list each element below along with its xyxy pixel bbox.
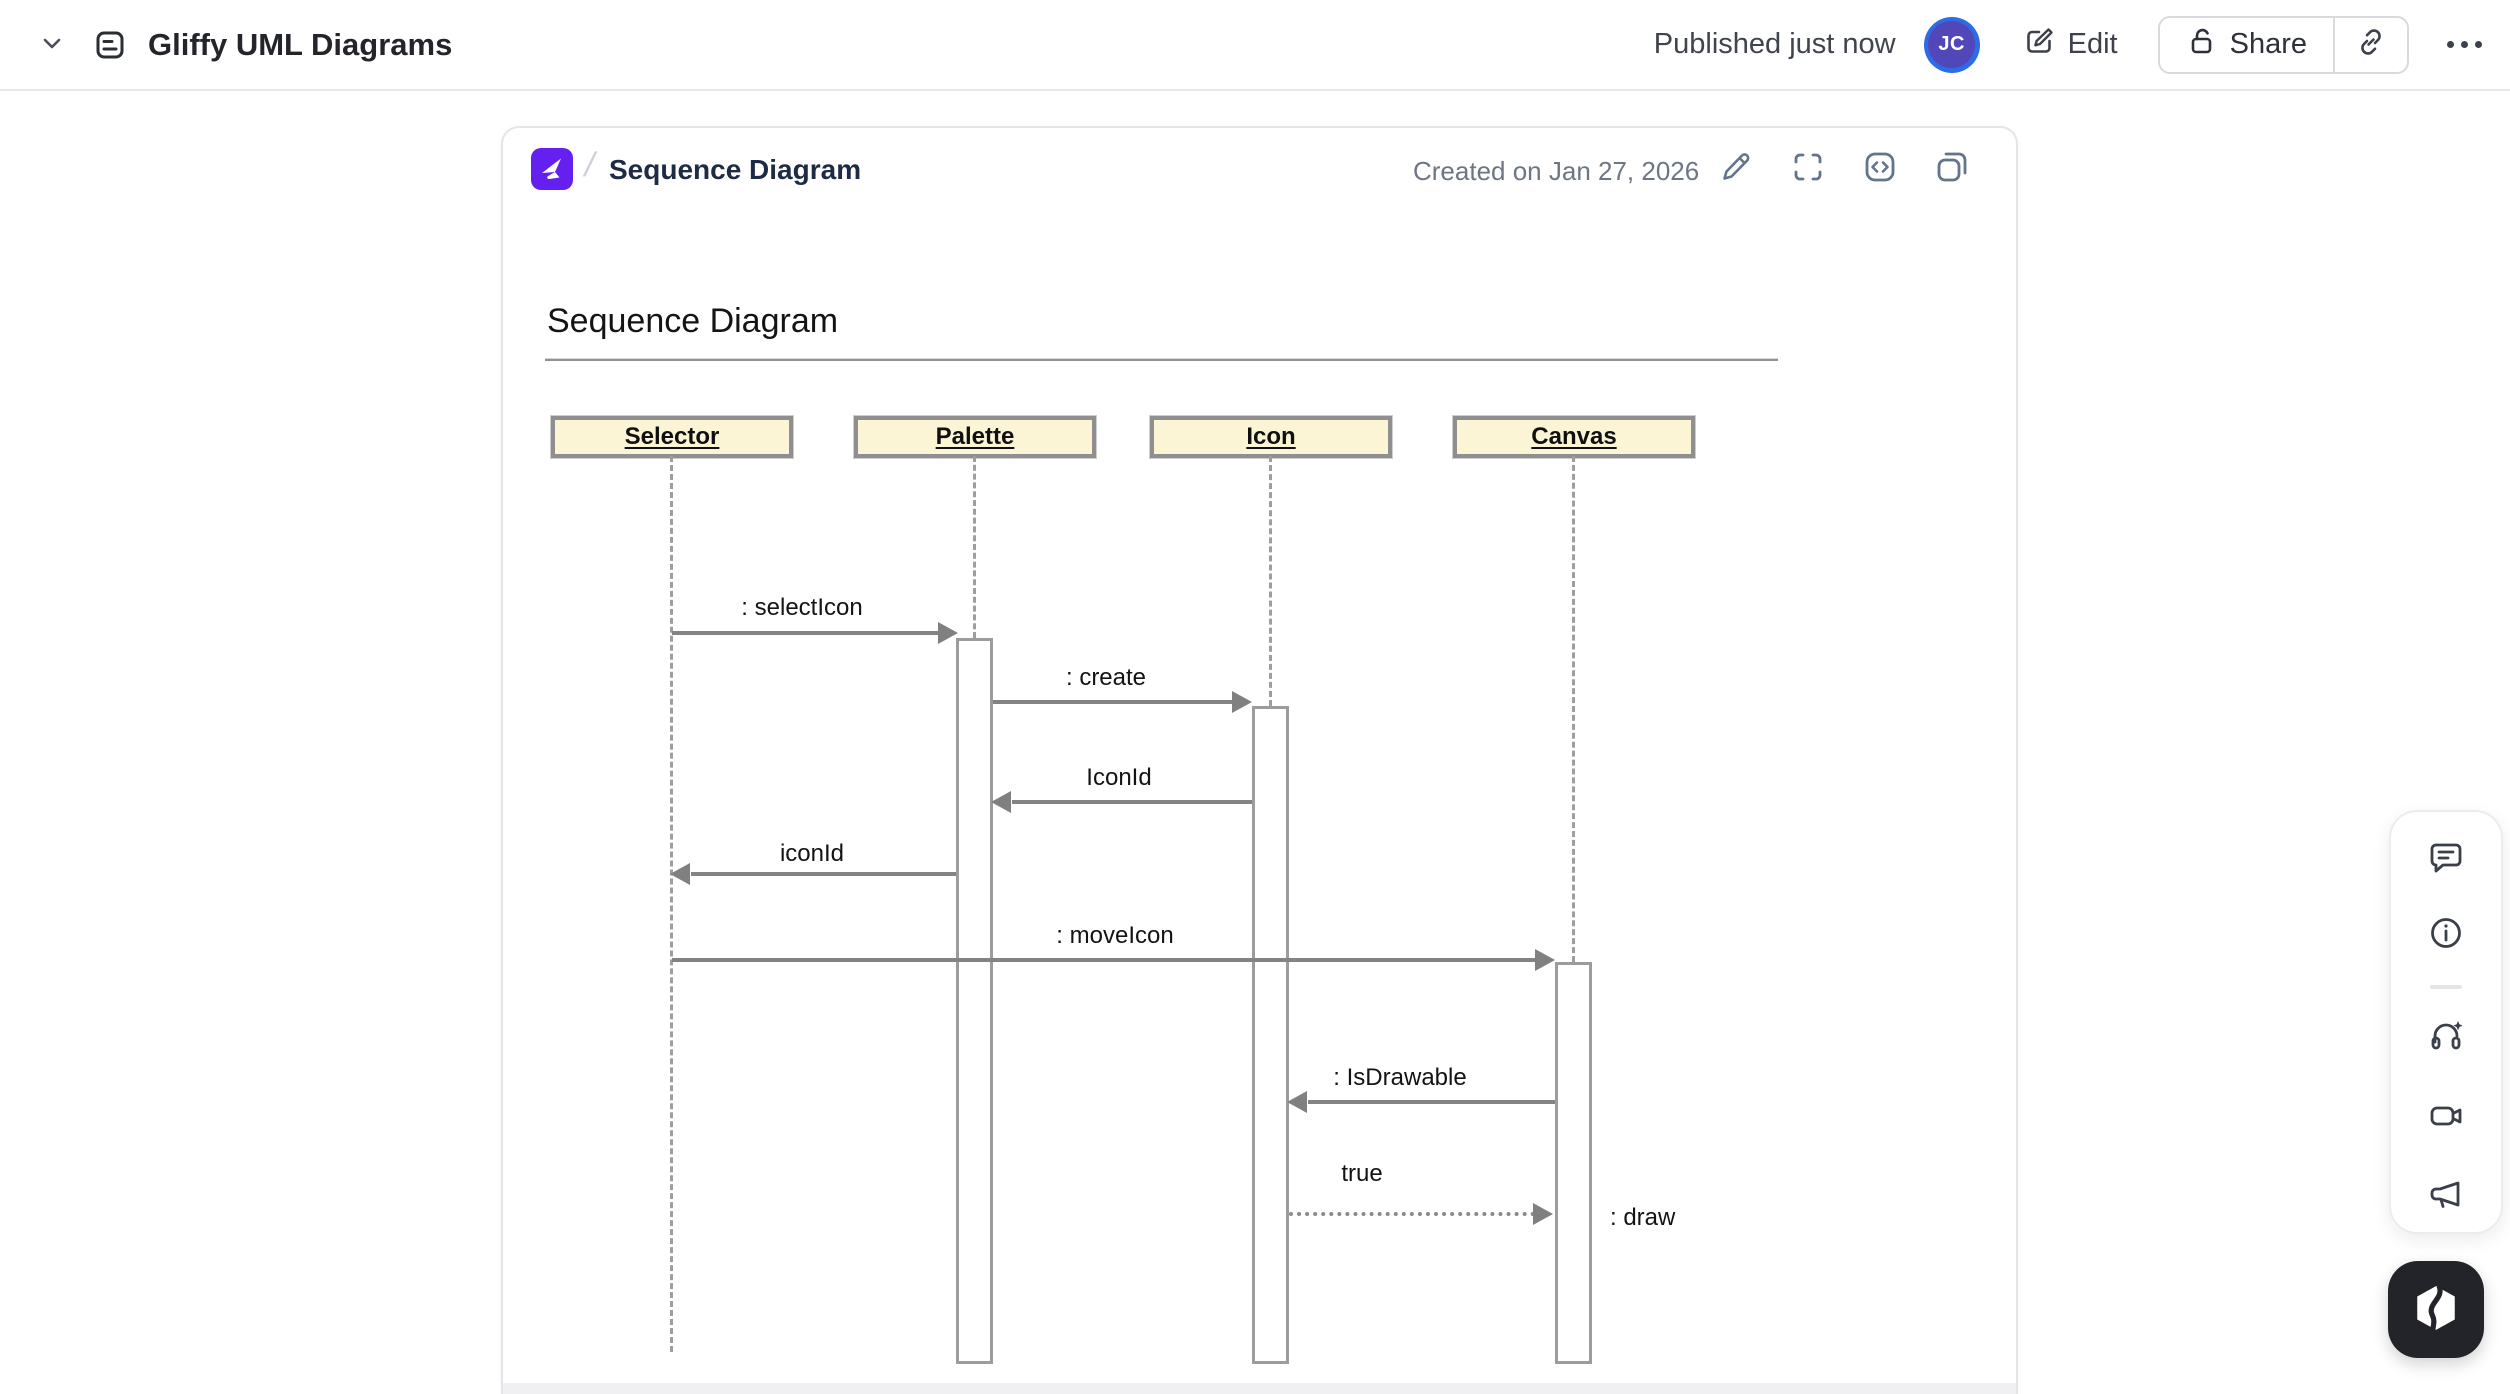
- pencil-icon: [1718, 149, 1754, 188]
- link-icon: [2354, 25, 2388, 64]
- breadcrumb-separator: /: [581, 146, 599, 184]
- diagram-title: Sequence Diagram: [547, 302, 839, 340]
- info-button[interactable]: [2426, 914, 2466, 954]
- embed-scroll-gutter: [503, 1383, 2016, 1394]
- avatar[interactable]: JC: [1923, 16, 1980, 73]
- edit-button[interactable]: Edit: [2022, 24, 2118, 66]
- announcements-button[interactable]: [2426, 1175, 2466, 1215]
- code-icon: [1862, 149, 1898, 188]
- activation-bar-palette: [956, 638, 993, 1364]
- arrowhead-left-icon: [670, 863, 690, 885]
- video-camera-icon: [2427, 1097, 2465, 1138]
- message-label: : create: [1065, 664, 1147, 691]
- lifeline-box-palette: Palette: [853, 415, 1097, 459]
- info-icon: [2427, 914, 2465, 955]
- message-label: IconId: [1086, 764, 1152, 791]
- copy-icon: [1934, 149, 1970, 188]
- more-options-button[interactable]: [2439, 41, 2490, 48]
- message-arrow: [1012, 800, 1252, 804]
- message-arrow: [993, 700, 1234, 704]
- avatar-initials: JC: [1928, 21, 1976, 68]
- headphones-sparkle-icon: [2427, 1015, 2465, 1056]
- lifeline-icon: [1269, 456, 1272, 706]
- created-date: Created on Jan 27, 2026: [1413, 156, 1700, 186]
- page-title: Gliffy UML Diagrams: [148, 26, 453, 62]
- lifeline-canvas: [1572, 456, 1575, 962]
- edit-pencil-icon: [2022, 24, 2056, 66]
- unlock-icon: [2186, 25, 2218, 65]
- share-label: Share: [2229, 28, 2307, 60]
- message-arrow: [672, 631, 940, 635]
- message-arrow: [691, 872, 956, 876]
- diagram-title-rule: [545, 358, 1778, 361]
- video-button[interactable]: [2426, 1097, 2466, 1137]
- embed-code-button[interactable]: [1862, 150, 1898, 186]
- chevron-down-icon: [38, 29, 66, 60]
- lifeline-box-icon: Icon: [1149, 415, 1393, 459]
- activation-bar-icon: [1252, 706, 1289, 1364]
- slite-fab-button[interactable]: [2388, 1261, 2484, 1358]
- hexagon-logo-icon: [2411, 1283, 2461, 1336]
- document-icon: [90, 25, 130, 65]
- fullscreen-icon: [1790, 149, 1826, 188]
- embed-title: Sequence Diagram: [609, 154, 862, 185]
- arrowhead-left-icon: [1287, 1091, 1307, 1113]
- lifeline-box-canvas: Canvas: [1452, 415, 1696, 459]
- message-arrow-dotted: [1289, 1212, 1535, 1216]
- message-arrow: [672, 958, 1537, 962]
- message-label: true: [1341, 1160, 1383, 1187]
- message-label: : moveIcon: [1056, 922, 1174, 949]
- arrowhead-right-icon: [938, 622, 958, 644]
- lifeline-selector: [670, 456, 673, 1352]
- publish-status: Published just now: [1653, 28, 1896, 60]
- lifeline-box-selector: Selector: [550, 415, 794, 459]
- copy-link-button[interactable]: [2333, 17, 2407, 72]
- message-arrow: [1308, 1100, 1555, 1104]
- rail-divider: [2430, 985, 2462, 989]
- comment-icon: [2427, 838, 2465, 879]
- gliffy-logo-icon: [531, 148, 573, 190]
- gliffy-embed-card: / Sequence Diagram Created on Jan 27, 20…: [501, 126, 2018, 1394]
- message-label: : draw: [1610, 1204, 1676, 1231]
- message-label: : IsDrawable: [1333, 1064, 1467, 1091]
- assistant-button[interactable]: [2426, 1015, 2466, 1055]
- share-button[interactable]: Share: [2160, 18, 2333, 72]
- lifeline-palette: [973, 456, 976, 638]
- arrowhead-right-icon: [1232, 691, 1252, 713]
- comments-button[interactable]: [2426, 838, 2466, 878]
- arrowhead-left-icon: [991, 791, 1011, 813]
- megaphone-icon: [2427, 1175, 2465, 1216]
- message-label: iconId: [779, 840, 845, 867]
- edit-label: Edit: [2067, 28, 2118, 60]
- right-toolbar: [2389, 810, 2503, 1234]
- activation-bar-canvas: [1555, 962, 1592, 1364]
- collapse-chevron-button[interactable]: [30, 23, 74, 67]
- message-label: : selectIcon: [741, 594, 863, 621]
- duplicate-button[interactable]: [1934, 150, 1970, 186]
- arrowhead-right-icon: [1535, 949, 1555, 971]
- top-bar: Gliffy UML Diagrams Published just now J…: [0, 0, 2510, 91]
- share-button-group: Share: [2157, 15, 2409, 74]
- fullscreen-button[interactable]: [1790, 150, 1826, 186]
- edit-diagram-button[interactable]: [1718, 150, 1754, 186]
- arrowhead-right-icon: [1533, 1203, 1553, 1225]
